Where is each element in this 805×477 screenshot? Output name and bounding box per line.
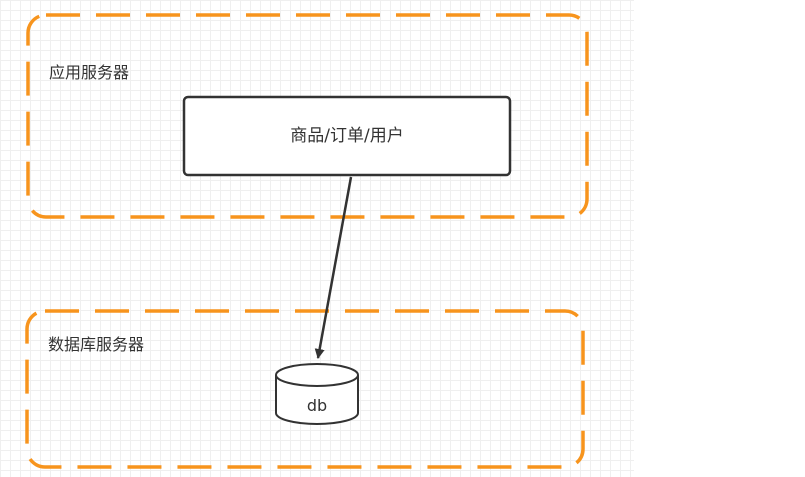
database-cylinder[interactable] <box>275 363 359 425</box>
db-server-label: 数据库服务器 <box>48 335 145 354</box>
db-server-group[interactable] <box>25 309 585 469</box>
app-server-label: 应用服务器 <box>49 63 130 82</box>
service-box[interactable] <box>182 95 512 177</box>
connector-arrow[interactable] <box>314 176 353 359</box>
service-box-label: 商品/订单/用户 <box>290 126 404 146</box>
app-server-group[interactable] <box>26 13 589 219</box>
database-label: db <box>306 396 328 415</box>
